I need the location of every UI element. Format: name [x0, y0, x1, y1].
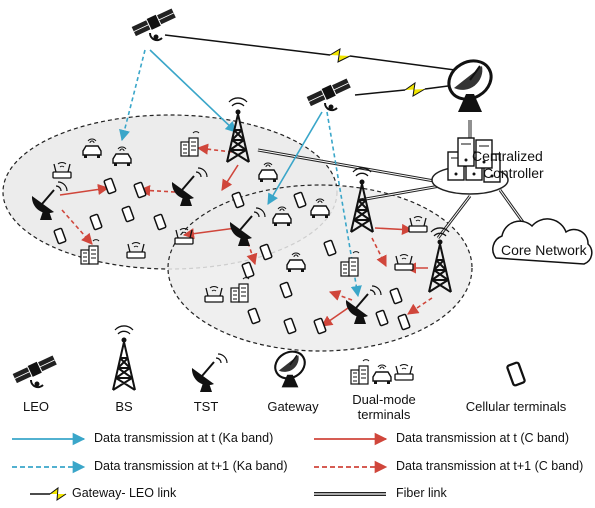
leo-satellite-2-icon [305, 77, 352, 112]
legend-label-tst: TST [193, 399, 219, 414]
legend-car-icon [372, 364, 392, 385]
gateway-dish-icon [440, 51, 500, 114]
legend-building-icon [350, 359, 370, 385]
legend-label-dual-mode-line1: Dual-mode [352, 392, 416, 407]
legend-label-bs: BS [115, 399, 133, 414]
legend-ka-dashed-label: Data transmission at t+1 (Ka band) [94, 459, 288, 473]
legend-label-gateway: Gateway [267, 399, 319, 414]
legend-satellite-icon [11, 354, 58, 389]
core-network-cloud-icon [492, 218, 593, 265]
legend-fiber-label: Fiber link [396, 486, 447, 500]
legend-c-solid-label: Data transmission at t (C band) [396, 431, 569, 445]
legend-gateway-icon [269, 345, 311, 389]
c-band-links [59, 143, 433, 327]
legend-gateway-leo-line [30, 486, 67, 501]
legend-router-icon [394, 363, 414, 381]
legend-gateway-leo-label: Gateway- LEO link [72, 486, 177, 500]
controller-label-line2: Controller [483, 165, 544, 181]
legend-label-cellular: Cellular terminals [465, 399, 567, 414]
legend-c-dashed-label: Data transmission at t+1 (C band) [396, 459, 584, 473]
legend-smartphone-icon [505, 360, 527, 388]
centralized-controller-servers-icon [431, 137, 509, 195]
legend-tst-icon [190, 353, 228, 393]
core-network-label: Core Network [501, 242, 587, 258]
legend-label-dual-mode-line2: terminals [357, 407, 411, 422]
legend-base-station-icon [112, 324, 136, 391]
legend-label-leo: LEO [22, 399, 50, 414]
gateway-leo-links [164, 34, 456, 97]
legend-ka-solid-label: Data transmission at t (Ka band) [94, 431, 274, 445]
fiber-links [257, 120, 532, 239]
controller-label-line1: Centralized [472, 148, 543, 164]
